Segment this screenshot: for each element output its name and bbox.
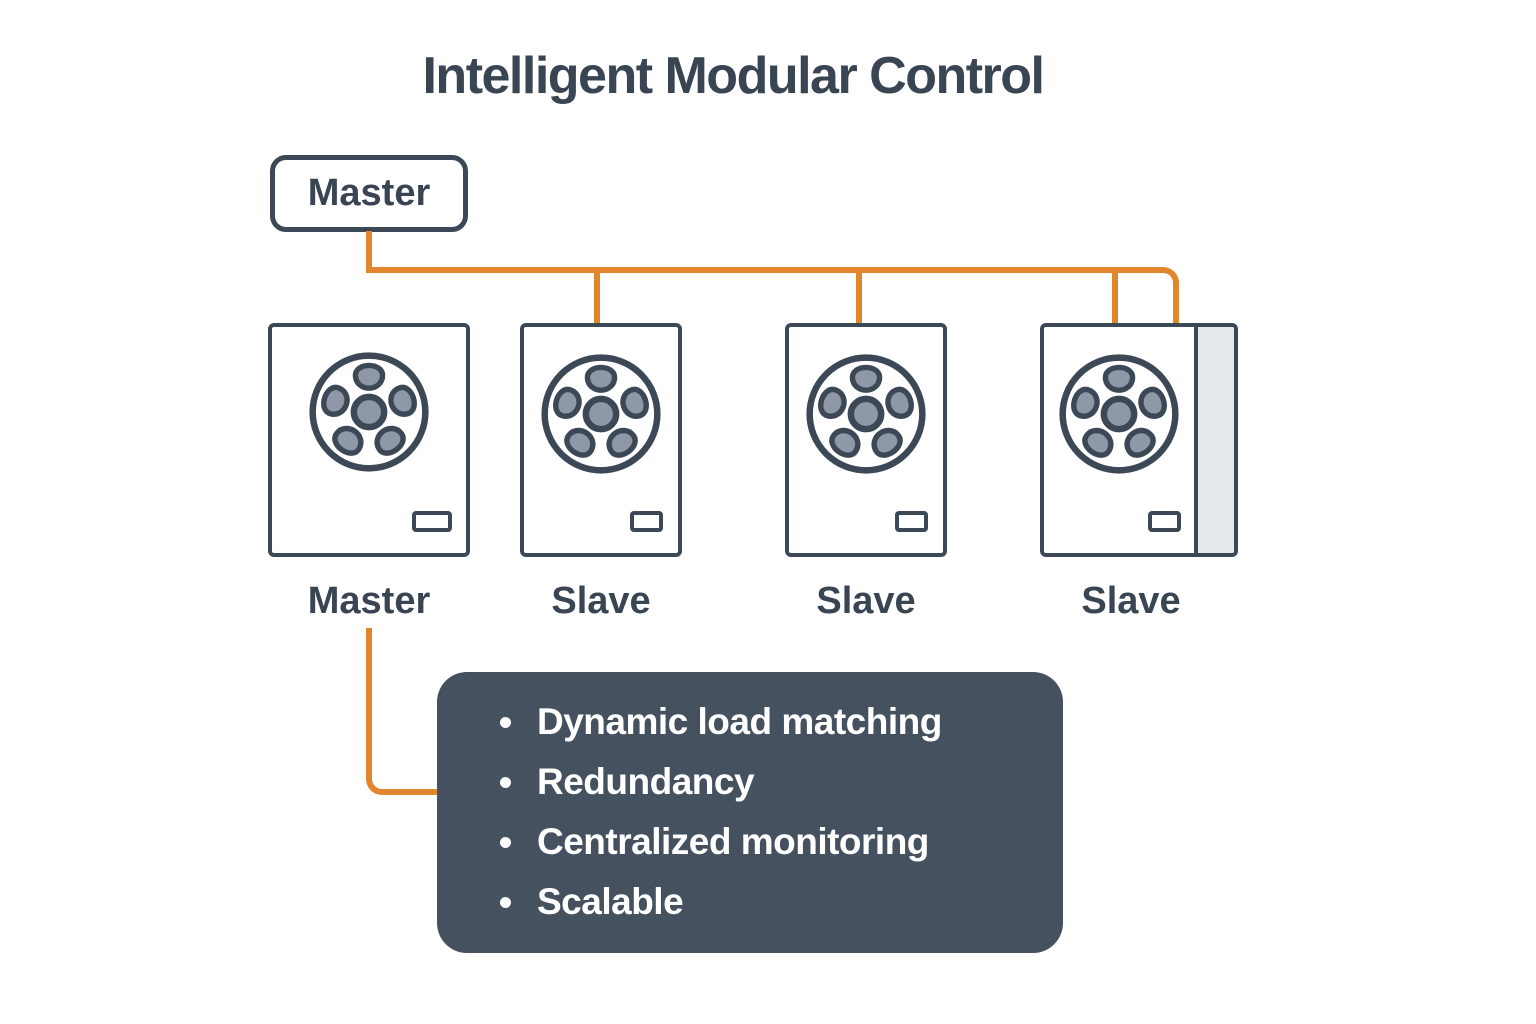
hvac-unit-slave-1 bbox=[520, 323, 682, 557]
feature-text: Centralized monitoring bbox=[537, 821, 929, 862]
fan-icon bbox=[536, 349, 666, 479]
feature-item: Dynamic load matching bbox=[437, 692, 1063, 752]
unit-vent-badge bbox=[630, 511, 663, 532]
bus-drop-slave-1 bbox=[594, 272, 600, 323]
features-callout-box: Dynamic load matching Redundancy Central… bbox=[437, 672, 1063, 953]
unit-vent-badge bbox=[895, 511, 928, 532]
bus-drop-slave-3 bbox=[1112, 272, 1118, 323]
fan-icon bbox=[801, 349, 931, 479]
features-list: Dynamic load matching Redundancy Central… bbox=[437, 672, 1063, 932]
fan-icon bbox=[304, 347, 434, 477]
unit-label-master: Master bbox=[307, 580, 431, 622]
master-controller-box: Master bbox=[270, 155, 468, 232]
feature-item: Centralized monitoring bbox=[437, 812, 1063, 872]
bullet-dot-icon bbox=[500, 836, 511, 848]
control-bus-line bbox=[366, 267, 1179, 324]
connector-master-to-features bbox=[366, 628, 438, 795]
fan-icon bbox=[1054, 349, 1184, 479]
hvac-unit-slave-2 bbox=[785, 323, 947, 557]
bullet-dot-icon bbox=[500, 716, 511, 728]
bullet-dot-icon bbox=[500, 896, 511, 908]
unit-label-slave-1: Slave bbox=[551, 580, 651, 622]
unit-vent-badge bbox=[412, 511, 452, 532]
bus-drop-slave-2 bbox=[856, 272, 862, 323]
bullet-dot-icon bbox=[500, 776, 511, 788]
master-controller-label: Master bbox=[307, 172, 431, 214]
unit-vent-badge bbox=[1148, 511, 1181, 532]
feature-text: Dynamic load matching bbox=[537, 701, 942, 742]
hvac-unit-slave-3 bbox=[1040, 323, 1238, 557]
feature-text: Scalable bbox=[537, 881, 684, 922]
feature-item: Redundancy bbox=[437, 752, 1063, 812]
unit-label-slave-2: Slave bbox=[816, 580, 916, 622]
bus-stem-from-controller bbox=[366, 231, 372, 271]
unit-label-slave-3: Slave bbox=[1081, 580, 1181, 622]
feature-text: Redundancy bbox=[537, 761, 755, 802]
unit-side-panel bbox=[1194, 327, 1234, 553]
feature-item: Scalable bbox=[437, 872, 1063, 932]
hvac-unit-master bbox=[268, 323, 470, 557]
page-title: Intelligent Modular Control bbox=[422, 47, 1045, 105]
